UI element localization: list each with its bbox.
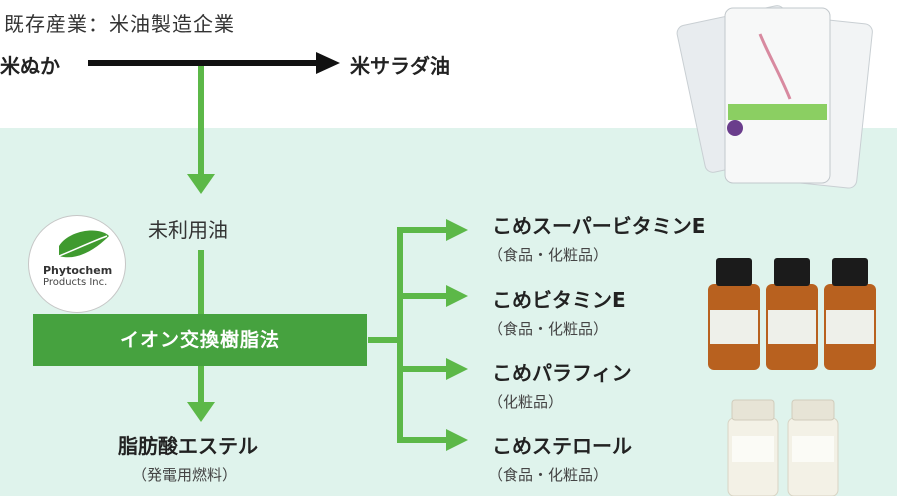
byproduct-name: 脂肪酸エステル	[118, 434, 258, 458]
vitamin-bottles-image	[708, 258, 876, 370]
arrow-head-product-1	[446, 219, 468, 241]
logo-text-2: Products Inc.	[43, 277, 108, 288]
product-1-name: こめスーパービタミンE	[492, 214, 706, 238]
industry-label: 既存産業：米油製造企業	[4, 12, 235, 36]
arrow-head-product-3	[446, 358, 468, 380]
arrow-head-byproduct	[187, 402, 215, 422]
arrow-head-unused-oil	[187, 174, 215, 194]
phytochem-logo: Phytochem Products Inc.	[28, 215, 126, 313]
arrow-head-product-4	[446, 429, 468, 451]
product-salad-oil-label: 米サラダ油	[350, 54, 450, 78]
arrow-head-product-2	[446, 285, 468, 307]
product-2-name: こめビタミンE	[492, 288, 626, 312]
supplement-packets-image	[676, 5, 873, 189]
black-arrow-head	[316, 52, 340, 74]
product-3-name: こめパラフィン	[492, 361, 632, 385]
white-bottles-image	[727, 399, 839, 496]
product-3-use: （化粧品）	[488, 393, 564, 411]
method-box: イオン交換樹脂法	[33, 314, 367, 366]
product-4-use: （食品・化粧品）	[488, 466, 609, 484]
product-1-use: （食品・化粧品）	[488, 246, 609, 264]
unused-oil-label: 未利用油	[148, 218, 228, 242]
product-4-name: こめステロール	[492, 434, 632, 458]
leaf-icon	[58, 230, 109, 258]
logo-text-1: Phytochem	[43, 264, 113, 277]
source-label: 米ぬか	[0, 54, 60, 78]
method-label: イオン交換樹脂法	[119, 329, 280, 351]
product-2-use: （食品・化粧品）	[488, 320, 609, 338]
byproduct-use: （発電用燃料）	[132, 466, 238, 484]
